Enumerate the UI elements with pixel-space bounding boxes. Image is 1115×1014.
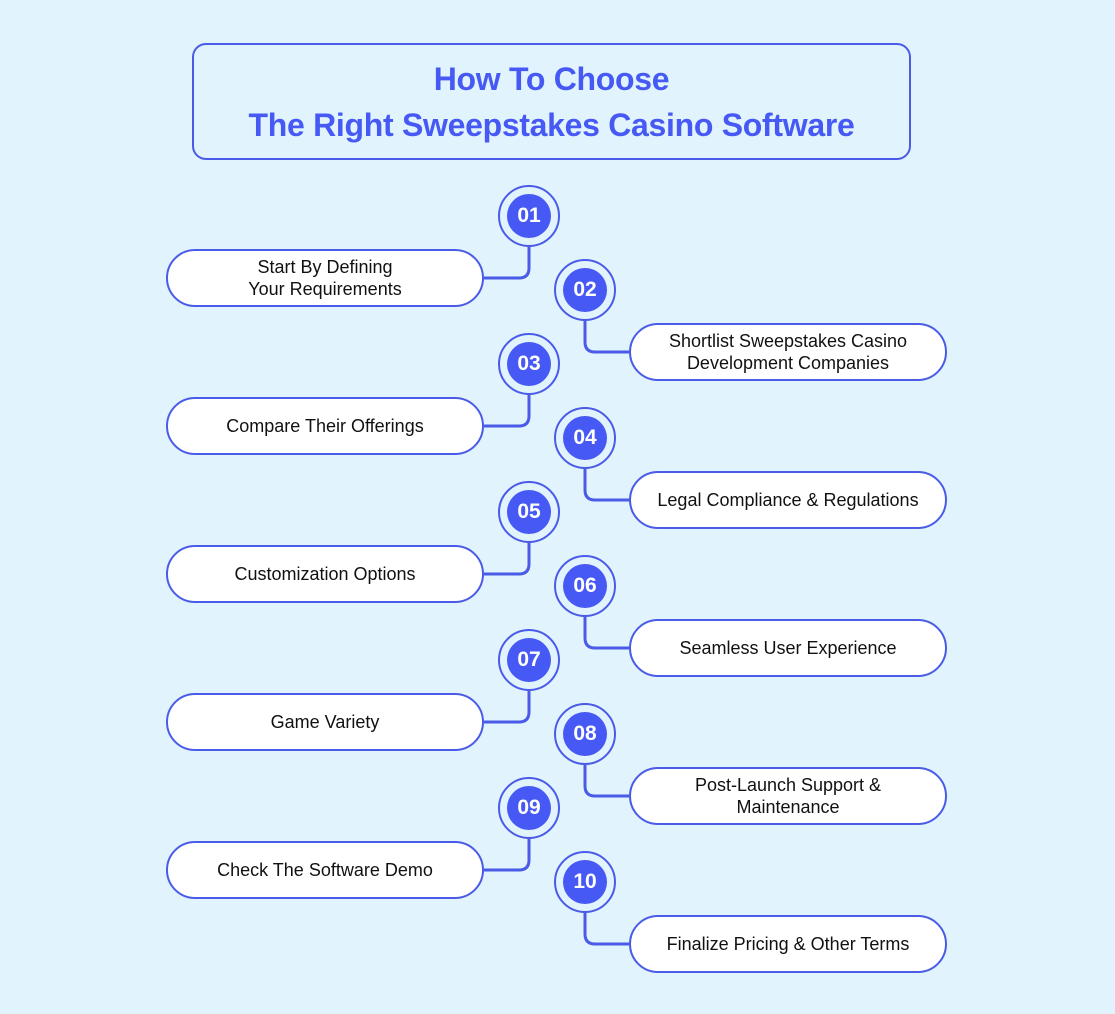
- connector-elbow: [484, 691, 531, 724]
- connector-elbow: [484, 839, 531, 872]
- connector-elbow: [484, 247, 531, 280]
- connector-elbow: [583, 913, 631, 946]
- step-card: Post-Launch Support & Maintenance: [629, 767, 947, 825]
- connector-elbow: [484, 395, 531, 428]
- step-label: Start By Defining Your Requirements: [248, 257, 402, 299]
- step-number-badge: 10: [554, 851, 616, 913]
- step-label: Seamless User Experience: [679, 638, 897, 658]
- step-label: Customization Options: [234, 564, 416, 584]
- step-number: 10: [563, 860, 607, 904]
- step-number-badge: 06: [554, 555, 616, 617]
- step-label: Compare Their Offerings: [226, 416, 424, 436]
- step-number: 04: [563, 416, 607, 460]
- step-card: Customization Options: [166, 545, 484, 603]
- step-card: Check The Software Demo: [166, 841, 484, 899]
- step-number-badge: 02: [554, 259, 616, 321]
- step-label: Check The Software Demo: [217, 860, 433, 880]
- connector-elbow: [484, 543, 531, 576]
- step-number-badge: 04: [554, 407, 616, 469]
- step-number: 02: [563, 268, 607, 312]
- title-line-1: How To Choose: [433, 60, 670, 97]
- connector-elbow: [583, 617, 631, 650]
- title-line-2: The Right Sweepstakes Casino Software: [248, 106, 855, 143]
- step-number-badge: 01: [498, 185, 560, 247]
- step-number-badge: 09: [498, 777, 560, 839]
- step-number: 01: [507, 194, 551, 238]
- step-label: Finalize Pricing & Other Terms: [666, 934, 910, 954]
- step-card: Seamless User Experience: [629, 619, 947, 677]
- title-box: How To Choose The Right Sweepstakes Casi…: [192, 43, 911, 160]
- step-number-badge: 05: [498, 481, 560, 543]
- step-number: 09: [507, 786, 551, 830]
- step-number: 06: [563, 564, 607, 608]
- step-number: 07: [507, 638, 551, 682]
- step-card: Legal Compliance & Regulations: [629, 471, 947, 529]
- connector-elbow: [583, 469, 631, 502]
- step-label: Post-Launch Support & Maintenance: [694, 775, 882, 817]
- step-label: Legal Compliance & Regulations: [657, 490, 919, 510]
- step-number: 08: [563, 712, 607, 756]
- connector-elbow: [583, 765, 631, 798]
- step-card: Finalize Pricing & Other Terms: [629, 915, 947, 973]
- connector-elbow: [583, 321, 631, 354]
- step-number: 03: [507, 342, 551, 386]
- step-number: 05: [507, 490, 551, 534]
- step-number-badge: 07: [498, 629, 560, 691]
- step-card: Shortlist Sweepstakes Casino Development…: [629, 323, 947, 381]
- step-card: Compare Their Offerings: [166, 397, 484, 455]
- step-number-badge: 03: [498, 333, 560, 395]
- step-card: Start By Defining Your Requirements: [166, 249, 484, 307]
- step-label: Game Variety: [270, 712, 380, 732]
- step-label: Shortlist Sweepstakes Casino Development…: [668, 331, 908, 373]
- step-number-badge: 08: [554, 703, 616, 765]
- step-card: Game Variety: [166, 693, 484, 751]
